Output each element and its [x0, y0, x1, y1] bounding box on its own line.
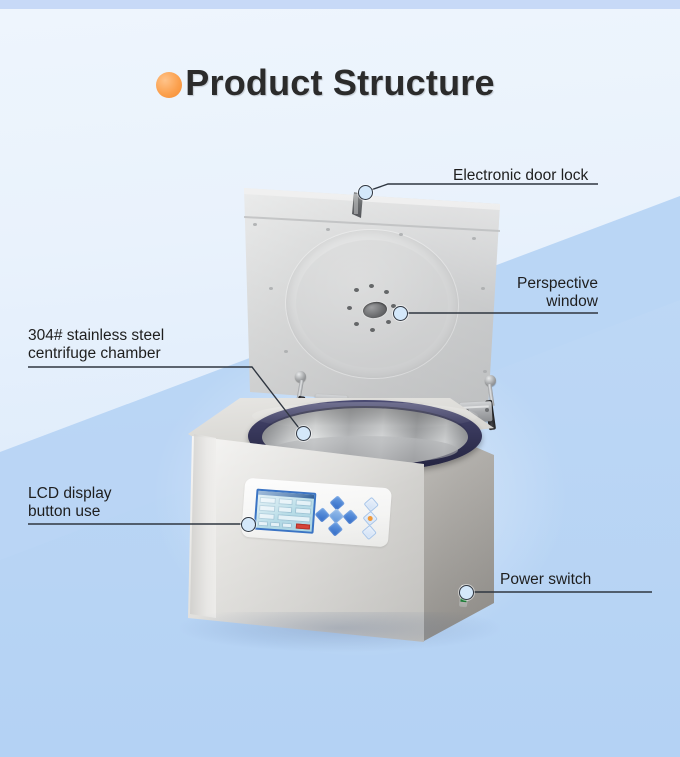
electronic-door-lock-highlight: [354, 194, 358, 214]
lid-vent-dot: [354, 322, 359, 326]
machine-lid: [236, 180, 504, 425]
keypad-right-button[interactable]: [342, 509, 359, 525]
callout-label-stainless-steel-chamber: 304# stainless steel centrifuge chamber: [28, 327, 165, 362]
lid-screw: [326, 228, 330, 231]
lid-vent-dot: [384, 290, 389, 294]
background-top-band: [0, 0, 680, 9]
lcd-screen[interactable]: [255, 490, 315, 532]
lcd-glare: [255, 490, 315, 532]
function-button-bottom[interactable]: [361, 524, 377, 541]
callout-marker-lcd-display[interactable]: [241, 517, 256, 532]
lid-vent-dot: [369, 284, 374, 288]
lid-screw: [253, 223, 257, 226]
page-title-block: Product Structure: [0, 62, 680, 104]
callout-label-lcd-display: LCD display button use: [28, 485, 112, 520]
callout-label-power-switch: Power switch: [500, 571, 592, 588]
callout-label-electronic-door-lock: Electronic door lock: [453, 167, 589, 184]
lid-screw: [399, 233, 403, 236]
lid-screw: [269, 287, 273, 290]
machine-ground-shadow: [180, 612, 500, 652]
lid-screw: [284, 350, 288, 353]
lid-vent-dot: [370, 328, 375, 332]
callout-marker-power-switch[interactable]: [459, 585, 474, 600]
callout-label-perspective-window: Perspective window: [517, 275, 598, 310]
chamber-rim-highlight: [252, 402, 478, 430]
machine-front-left-curve: [190, 434, 216, 618]
keypad-down-button[interactable]: [327, 521, 344, 537]
lid-vent-dot: [354, 288, 359, 292]
lid-screw: [472, 237, 476, 240]
lid-strut-cap-right: [485, 375, 496, 386]
lid-vent-dot: [347, 306, 352, 310]
lid-vent-dot: [391, 304, 396, 308]
keypad-left-button[interactable]: [314, 507, 331, 523]
callout-marker-perspective-window[interactable]: [393, 306, 408, 321]
callout-marker-stainless-steel-chamber[interactable]: [296, 426, 311, 441]
page-title: Product Structure: [185, 62, 495, 103]
lid-screw: [483, 370, 487, 373]
lid-vent-dot: [386, 320, 391, 324]
title-accent-dot-icon: [156, 72, 182, 98]
lid-screw: [481, 287, 485, 290]
electronic-door-lock-icon: [352, 192, 363, 218]
lcd-display[interactable]: [253, 488, 317, 534]
lid-hinge-bolt: [485, 408, 489, 412]
function-button-top[interactable]: [363, 496, 379, 513]
control-panel[interactable]: [241, 477, 392, 548]
callout-marker-electronic-door-lock[interactable]: [358, 185, 373, 200]
